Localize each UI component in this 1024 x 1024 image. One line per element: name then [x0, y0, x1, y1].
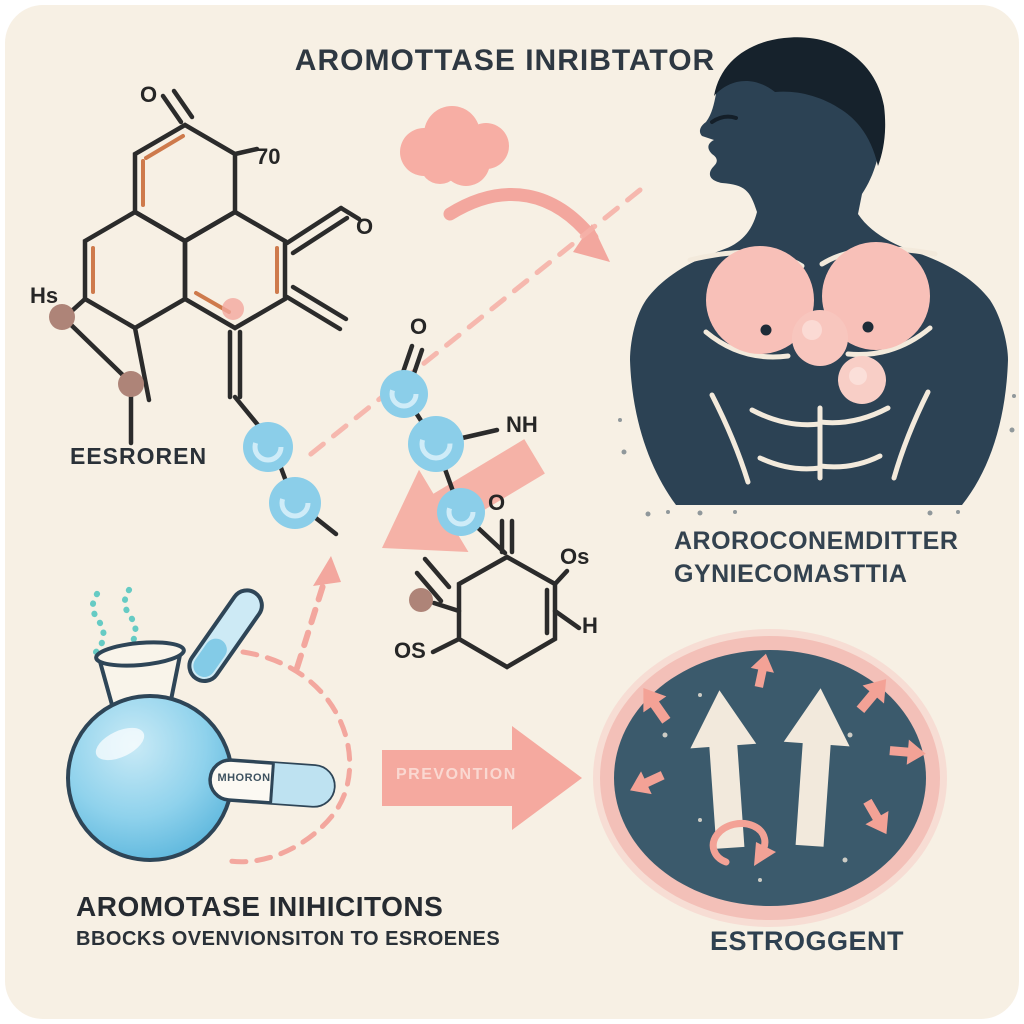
dashed-diagonal-line	[303, 187, 643, 461]
dashed-arc	[221, 649, 353, 865]
estrogen-up-arrow	[690, 688, 850, 849]
flask-shine	[95, 727, 145, 761]
flask-rim	[94, 640, 186, 668]
atom-label-hs: Hs	[30, 283, 59, 308]
blue-atom	[437, 488, 485, 536]
blue-atom	[380, 370, 428, 418]
footer-right-label: ESTROGGENT	[710, 926, 905, 956]
mid-molecule-atoms	[380, 370, 485, 612]
blue-atom	[269, 477, 321, 529]
torso-body	[630, 39, 1008, 506]
blue-atom	[408, 416, 464, 472]
page-title: AROMOTTASE INRIBTATOR	[294, 44, 716, 77]
blue-atom	[243, 422, 293, 472]
stipple-dots	[618, 394, 1016, 517]
footer-left-subheading: BBOCKS OVENVIONSITON TO ESROENES	[76, 928, 501, 950]
eyebrow-line	[710, 114, 738, 124]
gynecomastia-circles	[706, 242, 930, 404]
atom-label-o-right: O	[356, 214, 374, 239]
atom-label-h-right: H	[582, 613, 598, 638]
left-molecule-name: EESROREN	[70, 443, 208, 469]
cloud-shape	[400, 106, 509, 186]
flask-illustration	[66, 556, 353, 865]
atom-label-os-right: Os	[560, 544, 590, 569]
pill-capsule	[208, 758, 336, 808]
torso-caption-line2: GYNIECOMASTTIA	[674, 560, 908, 588]
pink-dot	[222, 298, 244, 320]
atom-label-seventy: 70	[256, 144, 281, 169]
atom-label-os-left: OS	[394, 638, 426, 663]
atom-label-o-ring: O	[488, 490, 506, 515]
circular-arrow	[709, 820, 776, 866]
mauve-atom	[118, 371, 144, 397]
torso-caption-line1: AROROCONEMDITTER	[674, 527, 959, 555]
curved-arrow-to-torso	[443, 188, 610, 262]
atom-label-o-upper: O	[410, 314, 428, 339]
dashed-up-arrow	[294, 556, 341, 671]
atom-label-o-top: O	[140, 82, 158, 107]
atom-label-nh: NH	[506, 412, 538, 437]
test-tube	[187, 588, 264, 683]
steam-squiggles	[89, 581, 139, 655]
mauve-atom	[409, 588, 433, 612]
oval-specks	[662, 693, 853, 882]
pill-label: MHORON	[217, 772, 271, 784]
estrogen-oval	[593, 629, 947, 927]
hair	[714, 37, 886, 166]
prevention-arrow-label: PREVONTION	[396, 766, 517, 783]
left-molecule-atoms	[49, 298, 321, 529]
torso-illustration	[618, 37, 1016, 517]
prevention-arrow	[382, 726, 582, 830]
footer-left-heading: AROMOTASE INIHICITONS	[76, 891, 444, 922]
chest-contour-lines	[687, 246, 938, 485]
mid-molecule-structure	[396, 343, 582, 670]
mauve-atom	[49, 304, 75, 330]
